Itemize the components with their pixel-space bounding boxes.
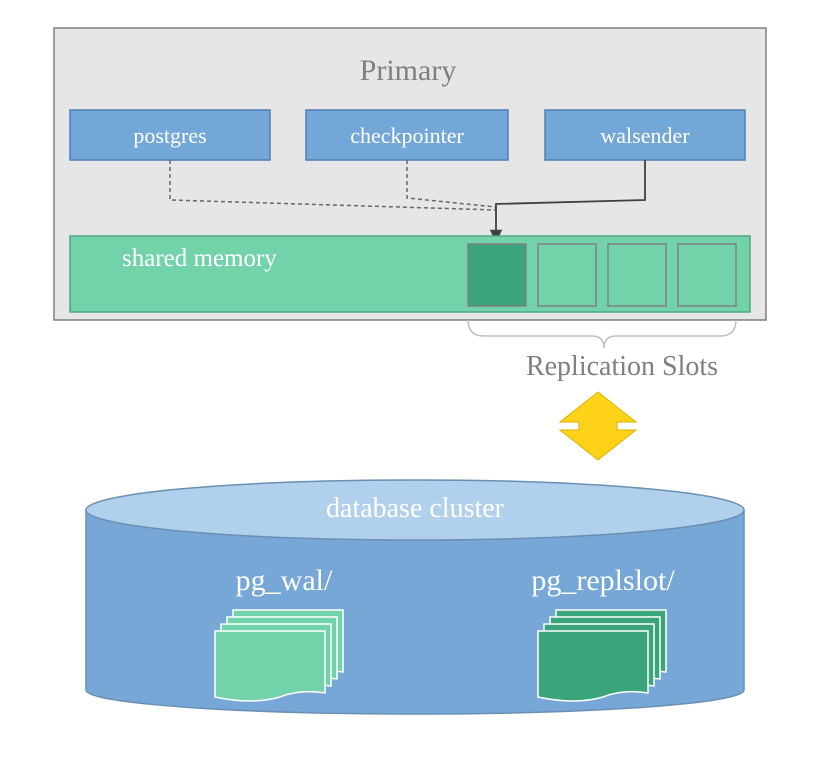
process-checkpointer: checkpointer <box>305 109 509 161</box>
double-arrow-icon <box>558 391 638 461</box>
replication-slot <box>607 243 667 307</box>
pg-replslot-label: pg_replslot/ <box>531 564 675 597</box>
replslot-files-icon <box>537 609 667 702</box>
shared-memory-label: shared memory <box>122 245 277 272</box>
walsender-connector <box>489 160 646 243</box>
wal-files-icon <box>214 609 344 702</box>
replication-slot <box>537 243 597 307</box>
process-postgres-label: postgres <box>133 123 206 148</box>
process-walsender: walsender <box>544 109 746 161</box>
process-checkpointer-label: checkpointer <box>350 123 464 148</box>
replication-slots-label: Replication Slots <box>526 351 718 382</box>
primary-title: Primary <box>360 54 457 87</box>
replication-slots-brace <box>467 319 737 349</box>
shared-memory: shared memory <box>69 235 751 313</box>
cluster-title: database cluster <box>326 493 505 524</box>
checkpointer-connector <box>406 160 497 208</box>
process-postgres: postgres <box>69 109 271 161</box>
replication-slot-active <box>467 243 527 307</box>
pg-wal-label: pg_wal/ <box>236 564 333 597</box>
replication-slot <box>677 243 737 307</box>
process-walsender-label: walsender <box>600 123 690 148</box>
database-cluster: database cluster pg_wal/ pg_replslot/ <box>85 479 745 715</box>
